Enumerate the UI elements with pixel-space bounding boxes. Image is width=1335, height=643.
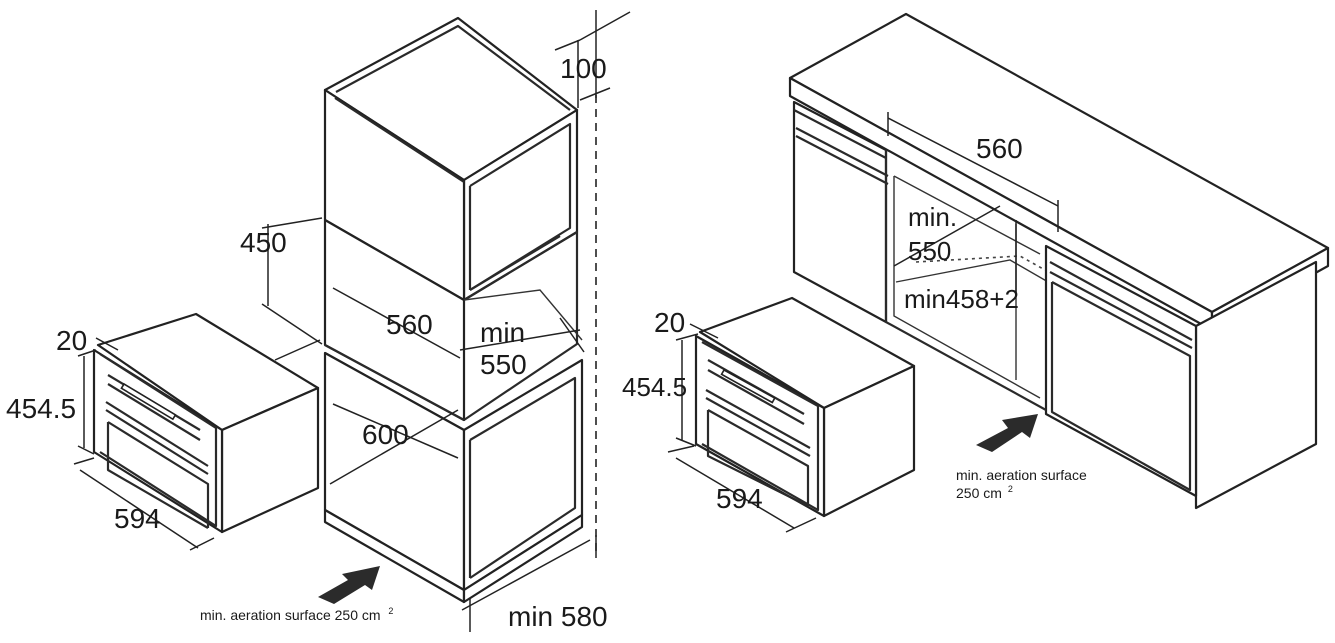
- aeration-unit-sup-right: 2: [1008, 484, 1013, 494]
- label-inner-width: 560: [386, 309, 433, 340]
- aeration-arrow-icon: [318, 566, 380, 604]
- label-depth-line2: 550: [480, 349, 527, 380]
- svg-text:min. aeration surface 250 cm: min. aeration surface 250 cm 2: [200, 606, 393, 623]
- label-appliance-height-right: 454.5: [622, 372, 687, 402]
- aeration-note-right-line1: min. aeration surface: [956, 467, 1087, 483]
- appliance-right-drawing: [694, 296, 916, 518]
- label-depth-line1: min: [480, 317, 525, 348]
- label-appliance-width-left: 594: [114, 503, 161, 534]
- label-appliance-width-right: 594: [716, 483, 763, 514]
- counter-cabinet-dimensions: [887, 112, 1059, 292]
- label-front-thickness-right: 20: [654, 307, 685, 338]
- appliance-right-dimensions: [667, 323, 817, 533]
- label-front-thickness-left: 20: [56, 325, 87, 356]
- aeration-arrow-icon-right: [976, 414, 1038, 452]
- label-opening-height: 450: [240, 227, 287, 258]
- label-cabinet-width: 600: [362, 419, 409, 450]
- label-depth-line2-right: 550: [908, 236, 951, 266]
- counter-cabinet-drawing: [788, 12, 1330, 510]
- aeration-note-right-line2: 250 cm: [956, 485, 1002, 501]
- label-opening-height-right: min458+2: [904, 284, 1019, 314]
- label-depth-line1-right: min.: [908, 202, 957, 232]
- aeration-note-left: min. aeration surface 250 cm: [200, 607, 381, 623]
- appliance-left-drawing: [92, 312, 320, 534]
- label-appliance-height-left: 454.5: [6, 393, 76, 424]
- tall-cabinet-dimensions: [261, 10, 631, 632]
- tall-cabinet-drawing: [323, 16, 597, 604]
- label-cabinet-depth: min 580: [508, 601, 608, 632]
- svg-text:250 cm 2: 250 cm 2: [956, 484, 1013, 501]
- aeration-unit-sup-left: 2: [388, 606, 393, 616]
- label-top-clearance: 100: [560, 53, 607, 84]
- label-inner-width-right: 560: [976, 133, 1023, 164]
- appliance-left-dimensions: [73, 337, 215, 551]
